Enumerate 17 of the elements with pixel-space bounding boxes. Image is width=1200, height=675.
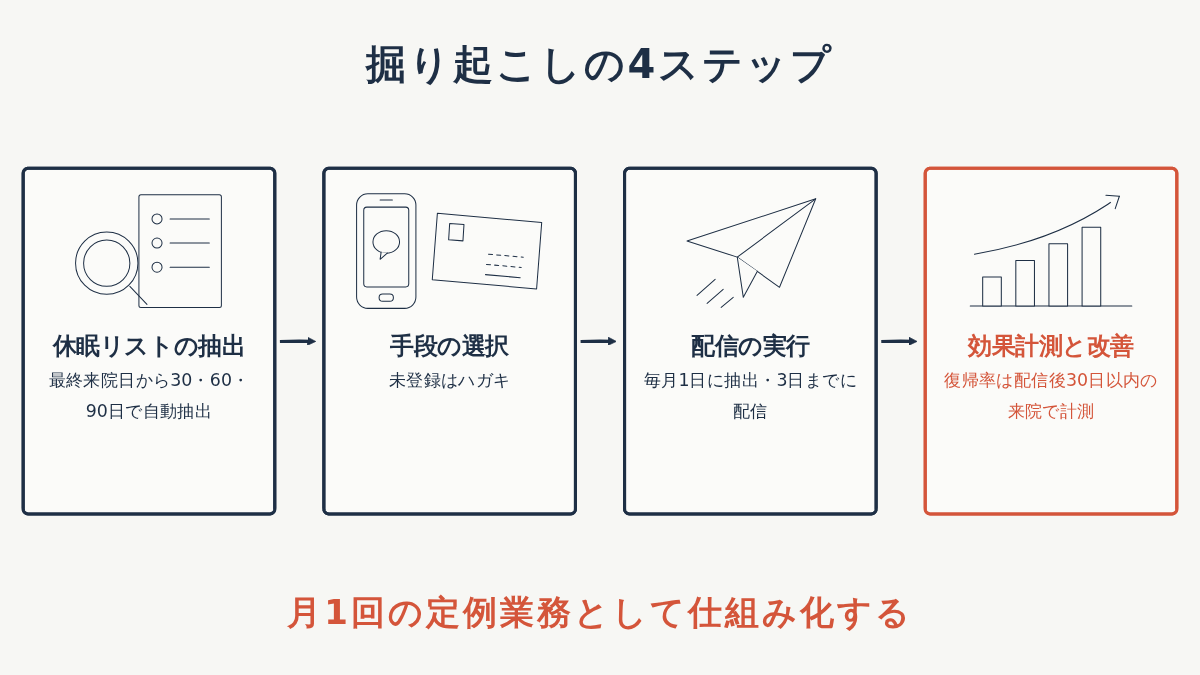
step-card [21, 166, 277, 516]
step-heading: 効果計測と改善 [968, 332, 1134, 360]
step-description: 復帰率は配信後30日以内の来院で計測 [944, 369, 1158, 421]
title: 掘り起こしの4ステップ [365, 40, 835, 88]
step-card [923, 166, 1179, 516]
step-card [322, 166, 577, 516]
step-heading: 手段の選択 [390, 332, 509, 360]
arrow [580, 336, 617, 346]
step-heading: 休眠リストの抽出 [52, 332, 246, 360]
step-description: 最終来院日から30・60・90日で自動抽出 [48, 369, 250, 421]
arrow [279, 336, 317, 346]
arrow [881, 336, 918, 346]
caption: 月1回の定例業務として仕組み化する [287, 592, 913, 633]
step-card [623, 166, 878, 516]
step-heading: 配信の実行 [691, 332, 810, 360]
step-description: 未登録はハガキ [388, 369, 511, 390]
step-description: 毎月1日に抽出・3日までに配信 [643, 369, 857, 421]
